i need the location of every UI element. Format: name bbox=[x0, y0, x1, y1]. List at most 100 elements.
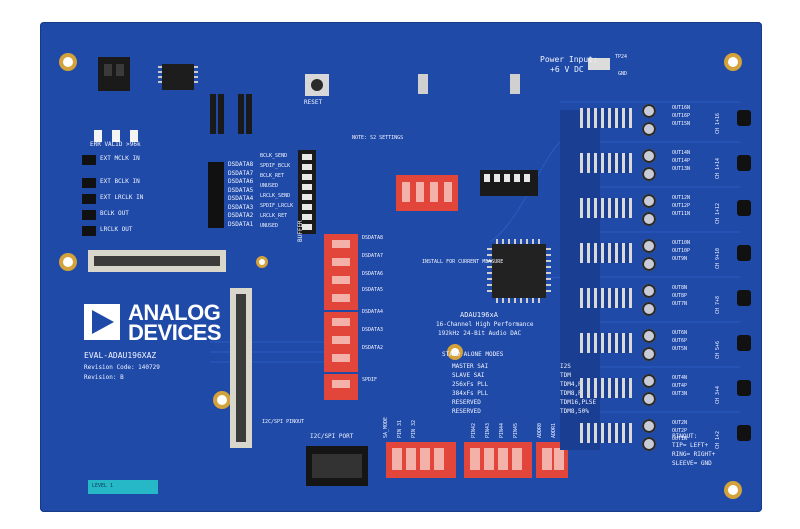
chip-desc-2: 192kHz 24-Bit Audio DAC bbox=[438, 330, 522, 337]
dsdata-right-label: DSDATA4 bbox=[362, 309, 384, 315]
dsdata-left-label: DSDATA3 bbox=[228, 203, 254, 211]
clock-switch-label: LRCLK_RET bbox=[260, 213, 288, 219]
reset-label: RESET bbox=[304, 99, 323, 106]
output-capacitor bbox=[642, 239, 656, 253]
s2-settings: NOTE: S2 SETTINGS bbox=[352, 135, 404, 141]
dsdata-left-label: DSDATA7 bbox=[228, 169, 254, 177]
audio-output-jack[interactable] bbox=[737, 245, 751, 261]
out-label-mid: OUT8P bbox=[672, 293, 688, 299]
dsdata-left-label: DSDATA8 bbox=[228, 161, 254, 168]
spdif-connector[interactable] bbox=[98, 57, 130, 91]
filter-resistor-array bbox=[580, 378, 632, 398]
revision-code: Revision Code: 140729 bbox=[84, 364, 160, 371]
tp-label: TP24 bbox=[615, 54, 628, 60]
pin45-mode: TDM bbox=[560, 372, 571, 379]
pin42-mode: SLAVE SAI bbox=[452, 372, 485, 379]
out-label-top: OUT12N bbox=[672, 195, 691, 201]
filter-resistor-array bbox=[580, 198, 632, 218]
dip-label: ADDR0 bbox=[537, 422, 543, 438]
power-input-voltage: +6 V DC bbox=[550, 65, 584, 74]
output-capacitor bbox=[642, 392, 656, 406]
power-input-label: Power Input: bbox=[540, 55, 598, 64]
level-label: LEVEL 1 bbox=[92, 483, 114, 489]
product-code: EVAL-ADAU196XAZ bbox=[84, 351, 157, 360]
out-label-mid: OUT16P bbox=[672, 113, 691, 119]
dip-label: PIN 32 bbox=[411, 419, 417, 438]
chip-desc-1: 16-Channel High Performance bbox=[436, 321, 534, 328]
audio-output-jack[interactable] bbox=[737, 290, 751, 306]
audio-output-jack[interactable] bbox=[737, 335, 751, 351]
channel-label: CH 3+4 bbox=[715, 385, 721, 404]
dsdata-left-label: DSDATA5 bbox=[228, 186, 254, 194]
filter-resistor-array bbox=[580, 108, 632, 128]
status-leds bbox=[94, 130, 138, 142]
output-capacitor bbox=[642, 329, 656, 343]
dsdata-left-label: DSDATA1 bbox=[228, 220, 254, 228]
filter-resistor-array bbox=[580, 153, 632, 173]
channel-label: CH 1+2 bbox=[715, 430, 721, 449]
standalone-title: STAND ALONE MODES bbox=[442, 351, 504, 358]
pinout-line-3: SLEEVE= GND bbox=[672, 460, 712, 467]
pin42-mode: 256xFs PLL bbox=[452, 381, 489, 388]
channel-label: CH 1+14 bbox=[715, 157, 721, 179]
clock-switch-label: UNUSED bbox=[260, 183, 279, 189]
audio-output-jack[interactable] bbox=[737, 200, 751, 216]
filter-resistor-array bbox=[580, 333, 632, 353]
audio-output-jack[interactable] bbox=[737, 110, 751, 126]
adau196x-chip bbox=[487, 239, 551, 303]
pin42-mode: RESERVED bbox=[452, 399, 481, 406]
dsdata-left-label: DSDATA6 bbox=[228, 178, 254, 185]
pin45-mode: TDM16,PLSE bbox=[560, 399, 597, 406]
i2c-port-label: I2C/SPI PORT bbox=[310, 433, 354, 440]
pin42-mode: RESERVED bbox=[452, 408, 481, 415]
pinout-line-0: PINOUT: bbox=[672, 433, 698, 440]
out-label-mid: OUT4P bbox=[672, 383, 688, 389]
clock-switch-label: BCLK_RET bbox=[260, 173, 285, 179]
out-label-top: OUT4N bbox=[672, 375, 688, 381]
clock-select-dip[interactable] bbox=[298, 150, 316, 234]
config-jumpers[interactable] bbox=[210, 94, 252, 134]
left-input-label: LRCLK OUT bbox=[100, 226, 133, 233]
pinout-line-2: RING= RIGHT+ bbox=[672, 451, 716, 458]
output-capacitor bbox=[642, 212, 656, 226]
out-label-bot: OUT3N bbox=[672, 391, 688, 397]
output-capacitor bbox=[642, 419, 656, 433]
out-label-bot: OUT11N bbox=[672, 211, 691, 217]
dip-label: PIN43 bbox=[485, 422, 491, 438]
channel-label: CH 5+6 bbox=[715, 340, 721, 359]
out-label-top: OUT10N bbox=[672, 240, 691, 246]
ext-clock-headers[interactable] bbox=[82, 155, 96, 236]
audio-output-jack[interactable] bbox=[737, 425, 751, 441]
out-label-top: OUT14N bbox=[672, 150, 691, 156]
power-input-jack[interactable] bbox=[588, 58, 610, 70]
out-label-top: OUT6N bbox=[672, 330, 688, 336]
channel-label: CH 9+10 bbox=[715, 247, 721, 269]
pinout-line-1: TIP= LEFT+ bbox=[672, 442, 709, 449]
audio-output-jack[interactable] bbox=[737, 380, 751, 396]
output-capacitor bbox=[642, 284, 656, 298]
dsdata-right-label: SPDIF bbox=[362, 377, 378, 383]
filter-resistor-array bbox=[580, 243, 632, 263]
filter-resistor-array bbox=[580, 423, 632, 443]
dip-label: SA_MODE bbox=[383, 416, 389, 438]
left-input-label: BCLK OUT bbox=[100, 210, 129, 217]
dip-label: ADDR1 bbox=[551, 422, 557, 438]
mclk-dip-switch[interactable] bbox=[480, 170, 538, 196]
channel-label: CH 1+12 bbox=[715, 202, 721, 224]
out-label-mid: OUT6P bbox=[672, 338, 688, 344]
out-label-top: OUT8N bbox=[672, 285, 688, 291]
audio-output-jack[interactable] bbox=[737, 155, 751, 171]
dsdata-left-label: DSDATA2 bbox=[228, 212, 254, 219]
dip-label: PIN 31 bbox=[397, 419, 403, 438]
out-label-bot: OUT1N bbox=[672, 436, 688, 442]
gnd-label: GND bbox=[618, 71, 628, 77]
buffer-label: BUFFER bbox=[297, 220, 304, 242]
out-label-bot: OUT9N bbox=[672, 256, 688, 262]
dsdata-left-label: DSDATA4 bbox=[228, 195, 254, 202]
out-label-bot: OUT15N bbox=[672, 121, 691, 127]
level-sticker bbox=[88, 480, 158, 494]
left-input-label: EXT BCLK IN bbox=[100, 178, 140, 185]
dsdata-right-label: DSDATA8 bbox=[362, 235, 384, 241]
out-label-bot: OUT7N bbox=[672, 301, 688, 307]
dsdata-header[interactable] bbox=[208, 162, 224, 228]
